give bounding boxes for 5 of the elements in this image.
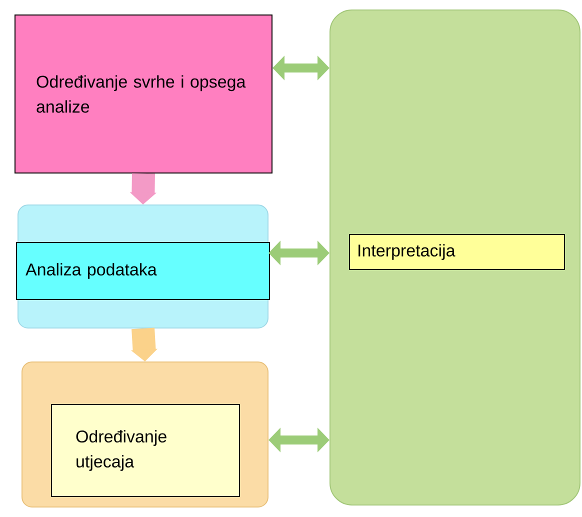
process-box: Analiza podataka	[16, 242, 270, 300]
rounded-panel	[330, 10, 580, 506]
process-box: Određivanje utjecaja	[51, 404, 240, 497]
process-box: Određivanje svrhe i opsega analize	[14, 14, 272, 174]
process-box: Interpretacija	[349, 234, 565, 270]
